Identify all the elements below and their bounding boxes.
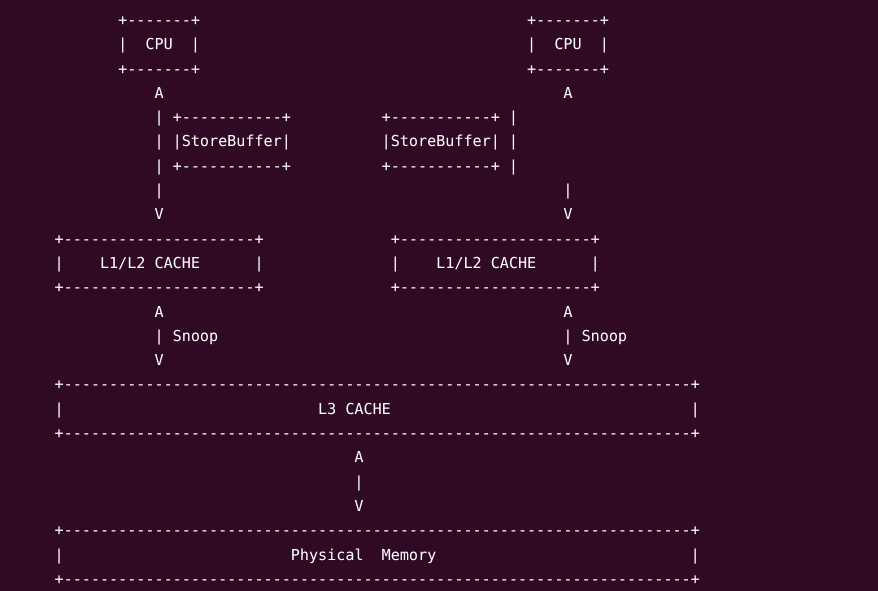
art-line-1: | CPU | | CPU | [0, 35, 609, 54]
art-line-7: | | [0, 181, 573, 200]
art-line-19: | [0, 472, 364, 491]
art-line-21: +---------------------------------------… [0, 521, 700, 540]
art-line-5: | |StoreBuffer| |StoreBuffer| | [0, 132, 518, 151]
art-line-4: | +-----------+ +-----------+ | [0, 108, 518, 127]
art-line-13: | Snoop | Snoop [0, 326, 628, 345]
art-line-18: A [0, 448, 364, 467]
art-line-0: +-------+ +-------+ [0, 11, 609, 29]
art-line-10: | L1/L2 CACHE | | L1/L2 CACHE | [0, 253, 600, 272]
art-line-8: V V [0, 205, 573, 224]
art-line-20: V [0, 496, 364, 515]
art-line-16: | L3 CACHE | [0, 399, 700, 418]
art-line-9: +---------------------+ +---------------… [0, 229, 600, 248]
art-line-22: | Physical Memory | [0, 545, 700, 564]
art-line-3: A A [0, 83, 573, 102]
ascii-diagram: +-------+ +-------+ | CPU | | CPU | +---… [0, 8, 878, 591]
art-line-6: | +-----------+ +-----------+ | [0, 156, 518, 175]
art-line-2: +-------+ +-------+ [0, 59, 609, 78]
art-line-15: +---------------------------------------… [0, 375, 700, 394]
art-line-17: +---------------------------------------… [0, 424, 700, 443]
art-line-11: +---------------------+ +---------------… [0, 278, 600, 297]
terminal-window: +-------+ +-------+ | CPU | | CPU | +---… [54, 11, 700, 588]
art-line-12: A A [0, 302, 573, 321]
art-line-23: +---------------------------------------… [0, 569, 700, 588]
art-line-14: V V [0, 351, 573, 370]
